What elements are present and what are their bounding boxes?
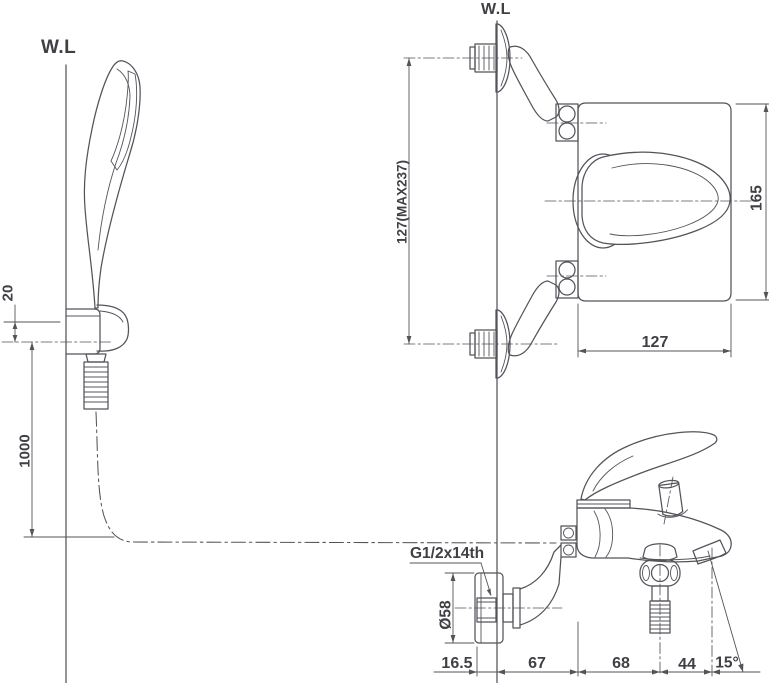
dim-label-body-width: 127 bbox=[641, 334, 669, 351]
dim-label-outlet-to-tip: 44 bbox=[678, 656, 696, 673]
dimension-lines bbox=[3, 57, 769, 677]
dim-label-flange-depth: 16.5 bbox=[441, 655, 473, 672]
water-line-label-right: W.L bbox=[481, 1, 511, 18]
dim-label-wall-to-center: 67 bbox=[528, 655, 546, 672]
dim-label-inlet-spacing: 127(MAX237) bbox=[394, 159, 410, 245]
dimension-arrows bbox=[12, 58, 769, 675]
mixer-top-view bbox=[469, 23, 732, 379]
shower-hose-connector bbox=[83, 361, 109, 410]
dim-label-center-to-outlet: 68 bbox=[612, 655, 630, 672]
shower-hose bbox=[95, 411, 557, 544]
shower-bracket bbox=[65, 304, 130, 363]
dim-label-spout-angle: 15° bbox=[715, 654, 739, 672]
dim-label-flange-diameter: Ø58 bbox=[437, 600, 455, 630]
center-lines bbox=[1, 57, 753, 677]
hand-shower-head bbox=[83, 60, 141, 309]
thread-spec-label: G1/2x14th bbox=[410, 545, 485, 562]
dim-label-hose-length: 1000 bbox=[16, 434, 34, 468]
mixer-front-view bbox=[474, 431, 732, 644]
dim-label-bracket-offset: 20 bbox=[0, 284, 17, 302]
dim-label-body-height: 165 bbox=[748, 185, 766, 211]
spray-face bbox=[110, 70, 138, 171]
water-line-label-left: W.L bbox=[41, 37, 77, 58]
